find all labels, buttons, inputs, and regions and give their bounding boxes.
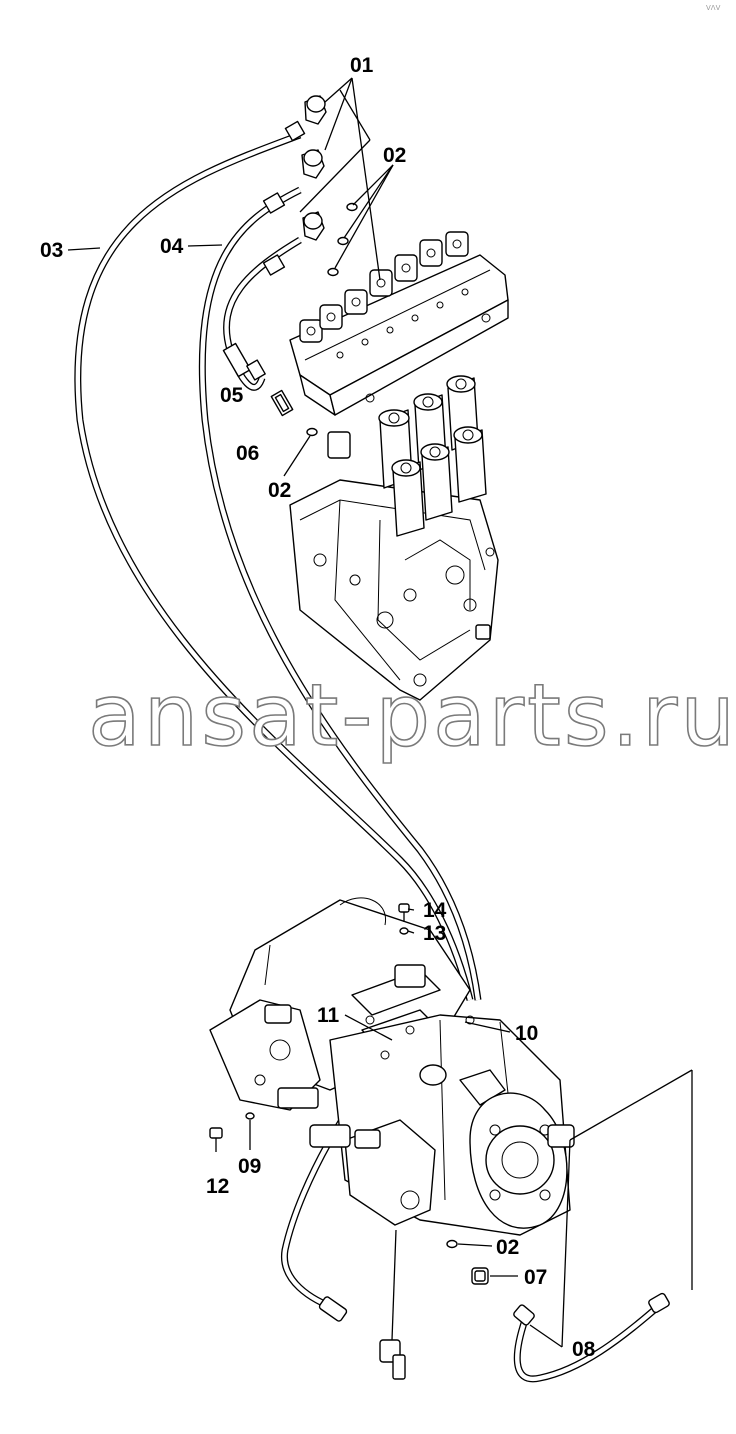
- callout-06: 06: [236, 442, 259, 465]
- callout-08: 08: [572, 1338, 596, 1361]
- callout-10: 10: [515, 1022, 538, 1045]
- washer-09: [245, 1112, 255, 1120]
- callout-11: 11: [317, 1004, 340, 1027]
- solenoid-manifold: [289, 231, 509, 416]
- callout-05: 05: [220, 384, 244, 407]
- hose-08: [513, 1302, 663, 1383]
- callout-labels: 01 02 03 04 05 06 02 14 13 11 10 12 09 0…: [40, 54, 596, 1361]
- control-valve-block: [289, 375, 499, 701]
- o-rings-02: [306, 202, 358, 437]
- callout-02-mid: 02: [268, 479, 291, 502]
- callout-01: 01: [350, 54, 374, 77]
- tee-fitting-bottom: [318, 1229, 406, 1380]
- hose-03: [74, 131, 474, 1001]
- watermark: ansat-parts.ru: [88, 666, 736, 766]
- pump-assembly: [209, 897, 575, 1236]
- callout-13: 13: [423, 922, 446, 945]
- elbow-fitting-low: [262, 211, 325, 276]
- callout-09: 09: [238, 1155, 261, 1178]
- callout-03: 03: [40, 239, 63, 262]
- corner-tag: ᐯᐱᐯ: [706, 5, 721, 12]
- callout-02-low: 02: [496, 1236, 519, 1259]
- elbow-fitting-top: [284, 95, 327, 142]
- leader-lines: [67, 77, 693, 1348]
- callout-02-top: 02: [383, 144, 406, 167]
- bolt-14: [398, 903, 410, 922]
- elbow-fitting-mid: [262, 149, 325, 214]
- washer-13: [399, 927, 409, 935]
- hose-end-05: [222, 342, 266, 381]
- hose-04: [198, 186, 482, 1001]
- bolt-12: [209, 1127, 223, 1152]
- callout-04: 04: [160, 235, 184, 258]
- adapter-07: [446, 1239, 670, 1326]
- callout-14: 14: [423, 899, 447, 922]
- adapter-06: [270, 389, 294, 417]
- callout-07: 07: [524, 1266, 547, 1289]
- callout-12: 12: [206, 1175, 229, 1198]
